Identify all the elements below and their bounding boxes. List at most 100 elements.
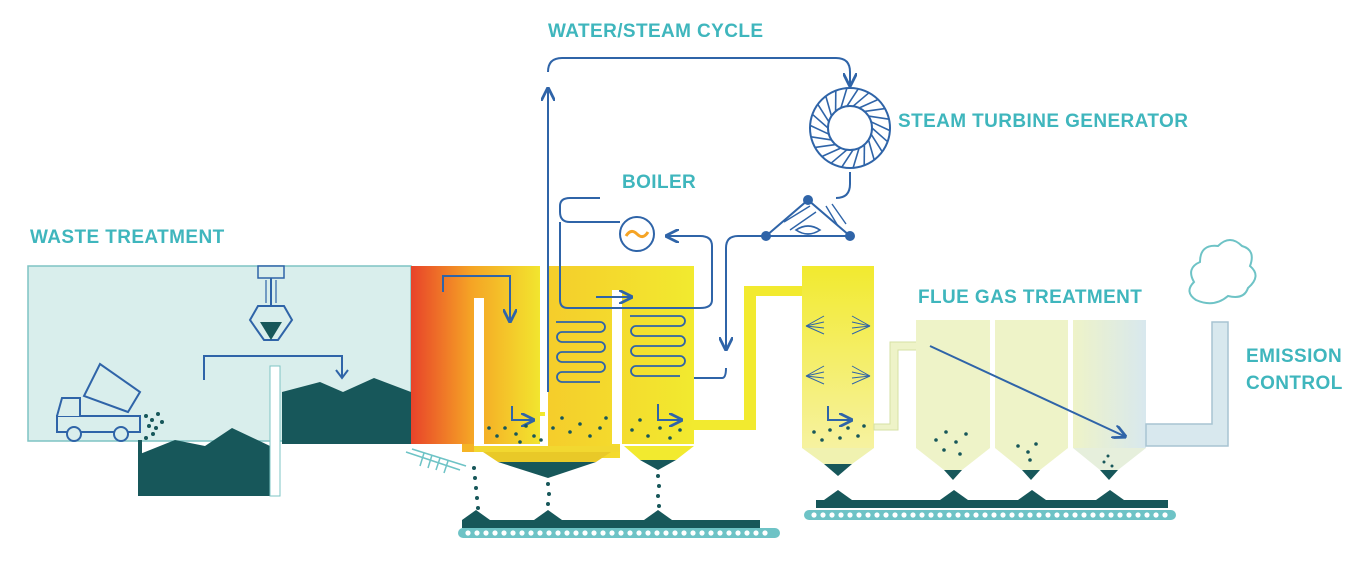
conveyor-roller [1081, 512, 1087, 518]
furnace [405, 266, 548, 474]
conveyor-roller [883, 512, 889, 518]
flue-flow-arrow [929, 345, 1124, 436]
conveyor-left [458, 510, 780, 538]
conveyor-roller [555, 530, 561, 536]
conveyor-roller [1000, 512, 1006, 518]
conveyor-roller [1090, 512, 1096, 518]
conveyor-roller [964, 512, 970, 518]
conveyor-roller [708, 530, 714, 536]
spray-line [805, 325, 825, 335]
turbine-blade [814, 143, 836, 149]
conveyor-roller [1072, 512, 1078, 518]
conveyor-roller [672, 530, 678, 536]
conveyor-roller [973, 512, 979, 518]
flue-duct [694, 286, 802, 430]
conveyor-roller [811, 512, 817, 518]
conveyor-roller [1153, 512, 1159, 518]
conveyor-roller [1054, 512, 1060, 518]
conveyor-roller [654, 530, 660, 536]
turbine-blade [809, 124, 830, 135]
stack [1145, 321, 1229, 447]
crane-grab-icon [248, 265, 294, 341]
conveyor-roller [663, 530, 669, 536]
water-steam-cycle-label: WATER/STEAM CYCLE [548, 21, 763, 42]
conveyor-roller [937, 512, 943, 518]
conveyor-roller [946, 512, 952, 518]
falling-residue [472, 466, 661, 510]
conveyor-roller [591, 530, 597, 536]
conveyor-roller [820, 512, 826, 518]
conveyor-roller [627, 530, 633, 536]
conveyor-roller [636, 530, 642, 536]
conveyor-roller [510, 530, 516, 536]
spray-line [851, 325, 871, 329]
turbine-blade [871, 127, 889, 143]
conveyor-roller [1063, 512, 1069, 518]
conveyor-roller [618, 530, 624, 536]
conveyor-roller [546, 530, 552, 536]
spray-line [805, 371, 825, 377]
ash-particles-scrubber [812, 424, 866, 442]
furnace-flow-arrows [442, 275, 680, 420]
conveyor-roller [753, 530, 759, 536]
scrubber [802, 266, 874, 476]
emission-control-label-line2: CONTROL [1246, 373, 1343, 394]
conveyor-roller [492, 530, 498, 536]
falling-waste [144, 412, 164, 440]
conveyor-roller [1126, 512, 1132, 518]
turbine-blade [864, 107, 886, 113]
conveyor-roller [955, 512, 961, 518]
conveyor-roller [1099, 512, 1105, 518]
conveyor-roller [1036, 512, 1042, 518]
turbine-icon [809, 87, 891, 169]
condenser [761, 195, 855, 241]
conveyor-roller [829, 512, 835, 518]
smoke-cloud-icon [1188, 239, 1257, 305]
conveyor-roller [1108, 512, 1114, 518]
conveyor-roller [744, 530, 750, 536]
ash-particles-filters [934, 430, 1114, 468]
conveyor-roller [483, 530, 489, 536]
conveyor-roller [1144, 512, 1150, 518]
spray-line [851, 315, 871, 327]
conveyor-roller [1027, 512, 1033, 518]
turbine-blade [867, 139, 875, 161]
waste-pit [27, 265, 412, 497]
conveyor-roller [717, 530, 723, 536]
conveyor-roller [762, 530, 768, 536]
conveyor-roller [901, 512, 907, 518]
ash-particles-boiler [487, 416, 682, 444]
conveyor-roller [928, 512, 934, 518]
conveyor-roller [910, 512, 916, 518]
conveyor-roller [838, 512, 844, 518]
turbine-blade [840, 87, 848, 109]
conveyor-right [804, 490, 1176, 520]
conveyor-roller [537, 530, 543, 536]
conveyor-roller [856, 512, 862, 518]
turbine-blade [830, 149, 848, 164]
conveyor-roller [847, 512, 853, 518]
conveyor-roller [1117, 512, 1123, 518]
conveyor-roller [573, 530, 579, 536]
turbine-blade [870, 133, 883, 153]
generator-icon [619, 216, 655, 252]
emission-control-label-line1: EMISSION [1246, 346, 1342, 367]
conveyor-roller [919, 512, 925, 518]
conveyor-roller [609, 530, 615, 536]
conveyor-roller [982, 512, 988, 518]
spray-line [805, 315, 825, 327]
conveyor-roller [1135, 512, 1141, 518]
conveyor-roller [1009, 512, 1015, 518]
turbine-blade [841, 149, 854, 168]
conveyor-roller [519, 530, 525, 536]
turbine-blade [852, 92, 870, 107]
turbine-blade [811, 113, 829, 129]
conveyor-roller [474, 530, 480, 536]
conveyor-roller [892, 512, 898, 518]
conveyor-roller [645, 530, 651, 536]
waste-treatment-label: WASTE TREATMENT [30, 227, 225, 248]
truck-icon [56, 362, 142, 442]
conveyor-roller [1045, 512, 1051, 518]
turbine-blade [858, 98, 879, 109]
